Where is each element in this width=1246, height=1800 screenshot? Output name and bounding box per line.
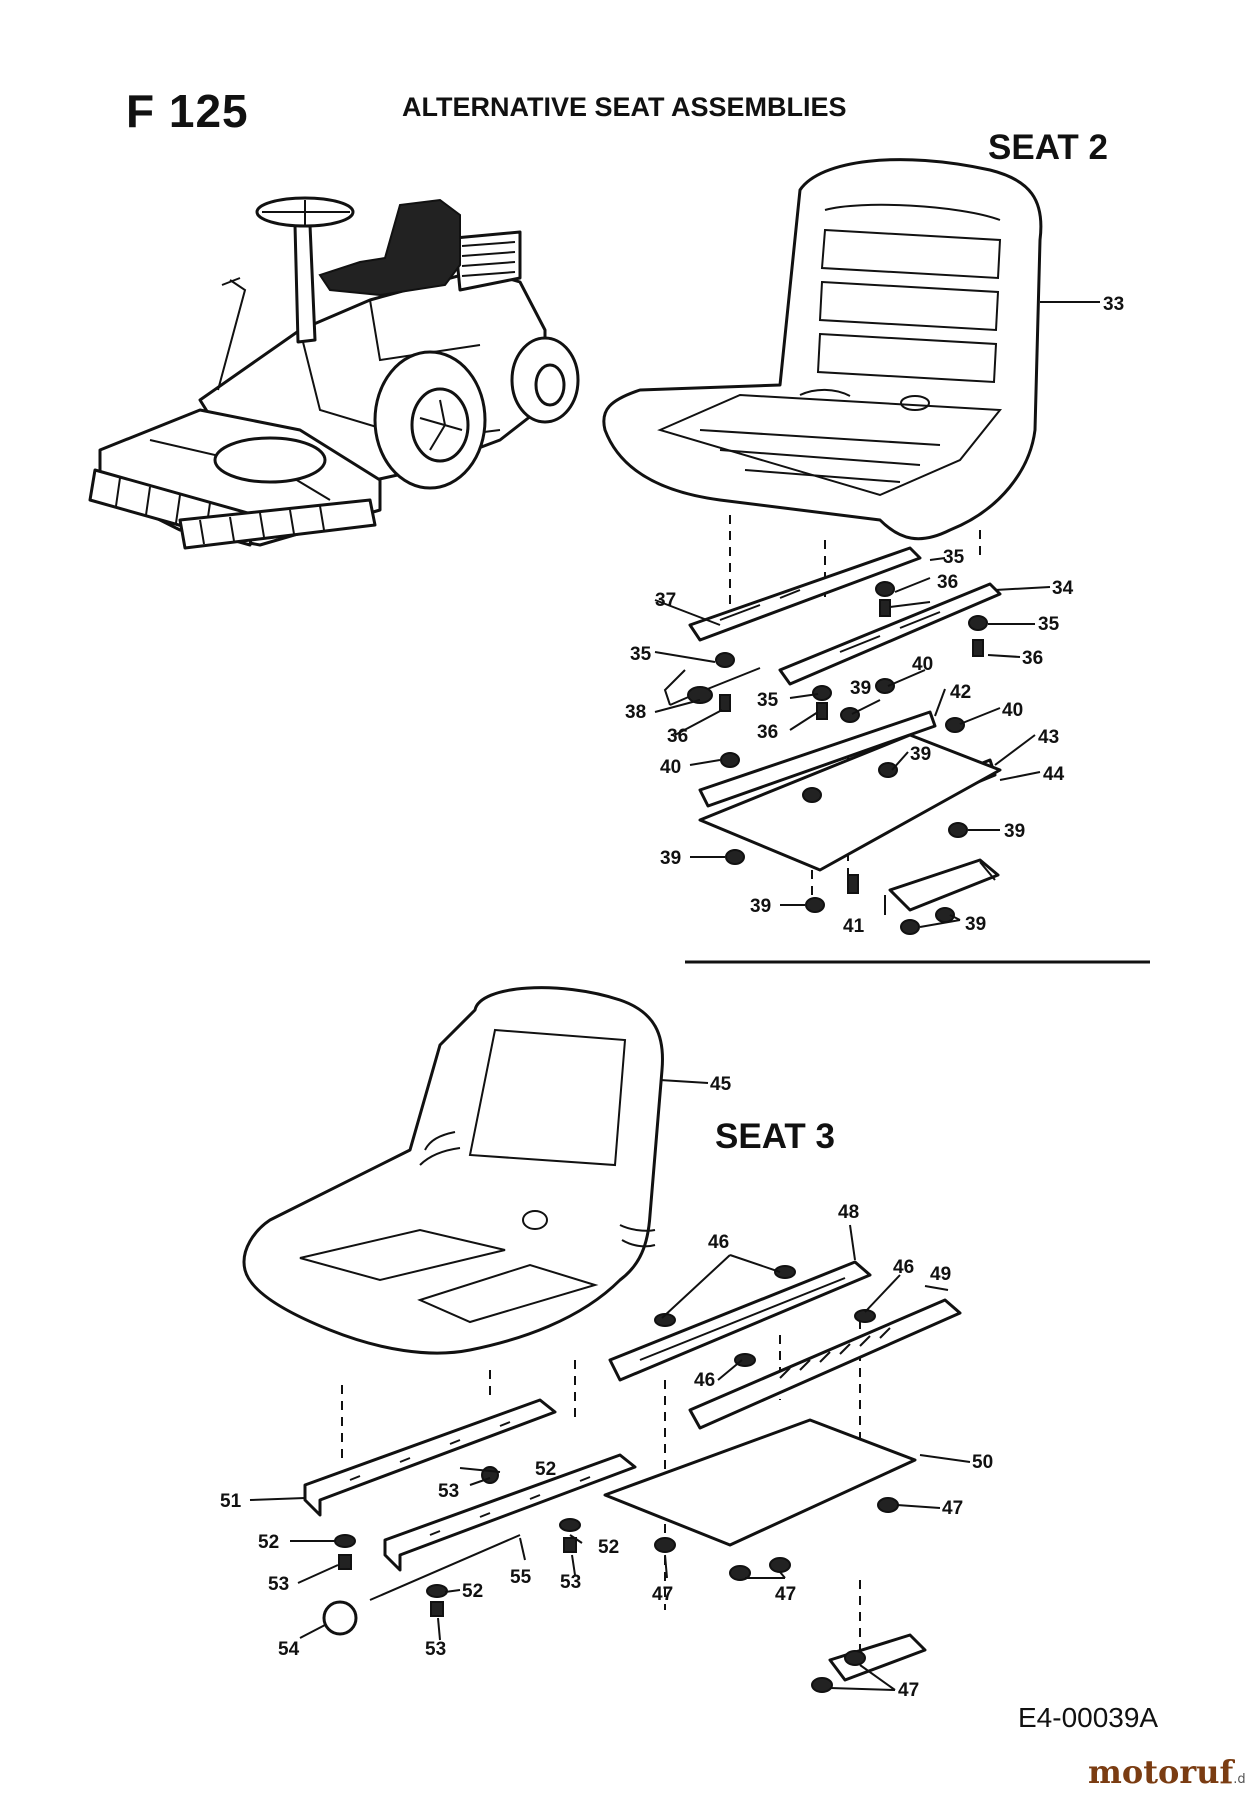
callout-36: 36 xyxy=(667,726,688,747)
bracket-51 xyxy=(303,1398,557,1517)
mower-illustration xyxy=(88,196,580,550)
callout-49: 49 xyxy=(930,1264,951,1285)
slide-rail-49 xyxy=(688,1298,962,1430)
callout-47: 47 xyxy=(942,1498,963,1519)
callout-42: 42 xyxy=(950,682,971,703)
callout-40: 40 xyxy=(1002,700,1023,721)
callout-39: 39 xyxy=(965,914,986,935)
callout-36: 36 xyxy=(757,722,778,743)
callout-53: 53 xyxy=(268,1574,289,1595)
seat-3-label: SEAT 3 xyxy=(715,1117,835,1156)
callout-35: 35 xyxy=(630,644,652,665)
seat-2-shell xyxy=(602,158,1043,541)
document-reference: E4-00039A xyxy=(1018,1702,1159,1733)
callout-47: 47 xyxy=(898,1680,919,1701)
callout-45: 45 xyxy=(710,1074,732,1095)
callout-39: 39 xyxy=(850,678,871,699)
callout-47: 47 xyxy=(775,1584,796,1605)
callout-40: 40 xyxy=(660,757,681,778)
slide-rail-34 xyxy=(778,582,1002,686)
callout-38: 38 xyxy=(625,702,646,723)
seat-3-callouts: 45 46 46 46 47 47 47 47 48 49 50 51 52 5… xyxy=(220,1074,993,1701)
callout-52: 52 xyxy=(258,1532,279,1553)
callout-55: 55 xyxy=(510,1567,532,1588)
brand-name: motoruf xyxy=(1088,1753,1234,1791)
callout-51: 51 xyxy=(220,1491,242,1512)
callout-36: 36 xyxy=(937,572,958,593)
base-plate-50 xyxy=(603,1418,917,1547)
seat-2-label: SEAT 2 xyxy=(988,128,1108,167)
callout-46: 46 xyxy=(893,1257,914,1278)
callout-36: 36 xyxy=(1022,648,1043,669)
callout-43: 43 xyxy=(1038,727,1059,748)
callout-52: 52 xyxy=(535,1459,556,1480)
callout-39: 39 xyxy=(660,848,681,869)
callout-33: 33 xyxy=(1103,294,1124,315)
callout-47: 47 xyxy=(652,1584,673,1605)
knob-54 xyxy=(322,1600,358,1636)
callout-53: 53 xyxy=(438,1481,459,1502)
callout-52: 52 xyxy=(598,1537,619,1558)
brand-tld: .de xyxy=(1233,1772,1246,1787)
brand-watermark: motoruf.de xyxy=(1088,1753,1246,1791)
callout-44: 44 xyxy=(1043,764,1065,785)
bracket-55 xyxy=(383,1453,637,1572)
callout-46: 46 xyxy=(708,1232,729,1253)
callout-34: 34 xyxy=(1052,578,1074,599)
seat-2-assembly: 33 34 35 35 35 35 36 36 36 36 37 38 38 3… xyxy=(602,158,1150,964)
callout-46: 46 xyxy=(694,1370,715,1391)
callout-39: 39 xyxy=(910,744,931,765)
callout-35: 35 xyxy=(757,690,779,711)
slide-rail-37 xyxy=(688,546,922,642)
callout-48: 48 xyxy=(838,1202,859,1223)
base-plate-44 xyxy=(698,733,1002,872)
callout-50: 50 xyxy=(972,1452,993,1473)
callout-54: 54 xyxy=(278,1639,300,1660)
model-number: F 125 xyxy=(126,85,249,137)
seat-3-shell xyxy=(242,986,664,1355)
callout-35: 35 xyxy=(1038,614,1060,635)
callout-53: 53 xyxy=(425,1639,446,1660)
callout-53: 53 xyxy=(560,1572,581,1593)
callout-37: 37 xyxy=(655,590,676,611)
callout-52: 52 xyxy=(462,1581,483,1602)
callout-35: 35 xyxy=(943,547,965,568)
lower-rail-42 xyxy=(698,710,937,808)
callout-39: 39 xyxy=(1004,821,1025,842)
callout-40: 40 xyxy=(912,654,933,675)
seat-3-assembly: 45 46 46 46 47 47 47 47 48 49 50 51 52 5… xyxy=(220,986,993,1701)
seat-2-callouts: 33 34 35 35 35 35 36 36 36 36 37 38 38 3… xyxy=(625,294,1124,937)
callout-39: 39 xyxy=(750,896,771,917)
diagram-heading: ALTERNATIVE SEAT ASSEMBLIES xyxy=(402,92,847,122)
callout-41: 41 xyxy=(843,916,865,937)
